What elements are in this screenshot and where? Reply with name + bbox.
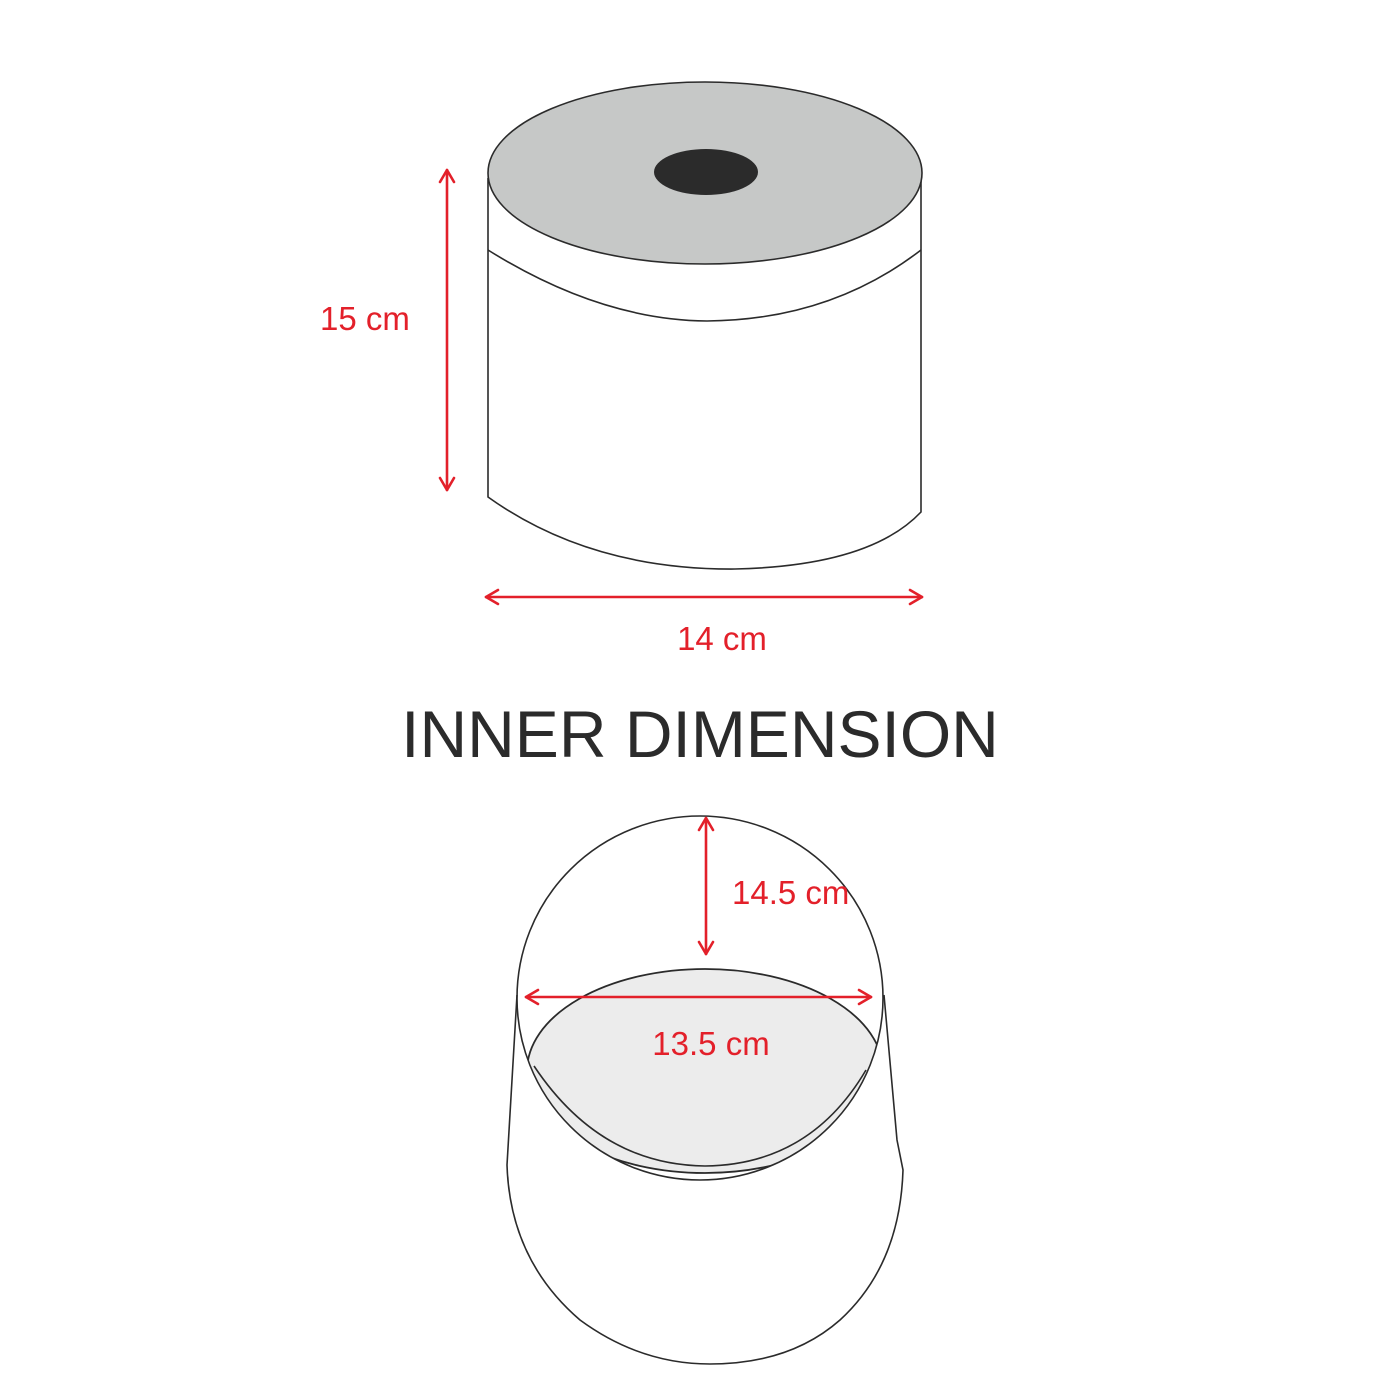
arrowhead-up-icon: [697, 816, 715, 832]
diameter-label: 13.5 cm: [652, 1025, 769, 1062]
depth-dimension: 14.5 cm: [697, 816, 849, 956]
outer-cylinder: [487, 81, 923, 570]
inner-floor: [526, 968, 883, 1174]
arrowhead-right-icon: [908, 588, 924, 606]
width-label: 14 cm: [677, 620, 767, 657]
height-dimension: 15 cm: [320, 168, 456, 492]
cylinder-body: [487, 178, 922, 570]
arrowhead-right-icon: [857, 988, 873, 1006]
arrowhead-up-icon: [438, 168, 456, 184]
arrowhead-down-icon: [438, 476, 456, 492]
section-title: INNER DIMENSION: [401, 697, 999, 771]
height-label: 15 cm: [320, 300, 410, 337]
width-dimension: 14 cm: [484, 588, 924, 657]
arrowhead-down-icon: [697, 940, 715, 956]
container-wall: [506, 994, 904, 1365]
cylinder-band: [487, 249, 922, 322]
inner-floor-lower-edge: [533, 1065, 867, 1167]
arrowhead-left-icon: [484, 588, 500, 606]
arrowhead-left-icon: [524, 988, 540, 1006]
depth-label: 14.5 cm: [732, 874, 849, 911]
diameter-dimension: 13.5 cm: [524, 988, 873, 1062]
core-hole: [654, 149, 758, 195]
container-rim: [516, 815, 884, 1181]
